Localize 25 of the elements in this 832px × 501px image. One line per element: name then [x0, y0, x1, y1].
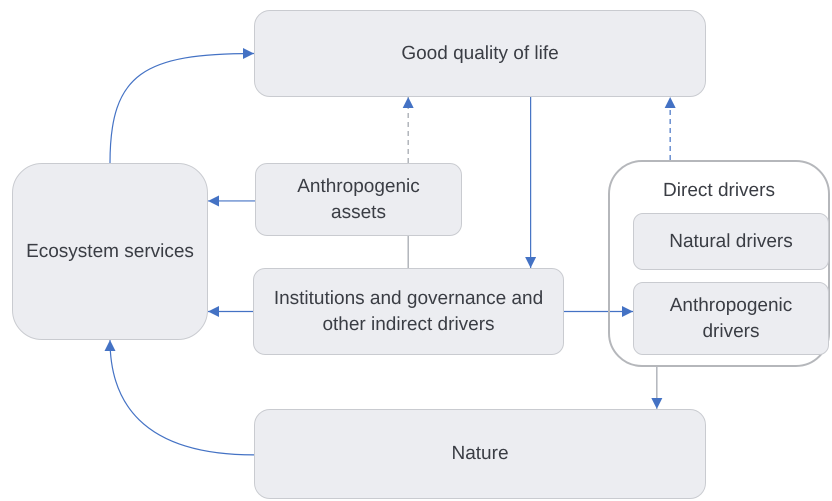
process-box [254, 409, 706, 499]
arrow [208, 195, 255, 206]
node-label: Good quality of life [401, 42, 559, 66]
process-box [12, 163, 208, 340]
process-box [633, 213, 829, 270]
arrow [109, 48, 254, 164]
node-label: Natural drivers [669, 230, 793, 254]
process-box [633, 282, 829, 355]
process-box [253, 268, 564, 355]
arrow [664, 97, 676, 160]
node-label: Nature [451, 442, 509, 466]
group-heading: Direct drivers [663, 179, 775, 203]
process-box [254, 10, 706, 97]
arrow [402, 97, 414, 163]
process-box [255, 163, 462, 236]
group-box [608, 160, 830, 367]
arrow [208, 306, 253, 317]
node-label: Anthropogenic assets [296, 174, 421, 224]
node-label: Ecosystem services [26, 240, 194, 264]
arrow [651, 367, 662, 409]
node-label: Institutions and governance and other indirect drivers [272, 286, 544, 336]
node-label: Anthropogenic drivers [668, 294, 794, 344]
arrow [105, 340, 254, 456]
arrow [564, 306, 633, 317]
arrow [525, 97, 536, 268]
